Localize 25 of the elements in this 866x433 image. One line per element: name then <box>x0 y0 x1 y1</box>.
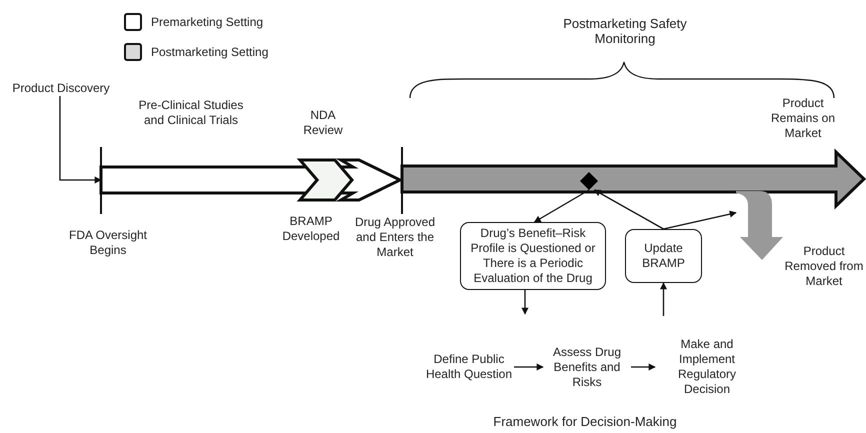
stage-label: FDA Oversight Begins <box>68 228 148 258</box>
stage-label: Assess Drug Benefits and Risks <box>552 344 622 390</box>
process-box: Update BRAMP <box>625 229 702 283</box>
caption: Framework for Decision-Making <box>492 414 678 429</box>
arrow <box>594 189 664 230</box>
arrow <box>59 96 102 184</box>
stage-label: Drug Approved and Enters the Market <box>354 215 436 260</box>
process-box: Drug’s Benefit–Risk Profile is Questioned or There is a Periodic Evaluation of the Drug <box>460 222 606 290</box>
arrow <box>663 210 737 230</box>
stage-label: Pre-Clinical Studies and Clinical Trials <box>138 98 244 128</box>
arrow <box>534 189 590 223</box>
stage-label: Product Remains on Market <box>770 96 836 141</box>
stage-label: Product Discovery <box>12 80 110 96</box>
stage-label: NDA Review <box>302 108 344 138</box>
stage-label: BRAMP Developed <box>281 214 341 244</box>
stage-label: Define Public Health Question <box>424 352 514 382</box>
stage-label: Postmarketing Safety Monitoring <box>562 16 688 46</box>
legend-label: Postmarketing Setting <box>151 45 268 59</box>
stage-label: Make and Implement Regulatory Decision <box>676 337 738 397</box>
stage-label: Product Removed from Market <box>784 244 864 289</box>
arrow <box>522 290 528 315</box>
arrow <box>660 282 667 316</box>
legend-label: Premarketing Setting <box>151 15 264 29</box>
arrow <box>514 364 544 370</box>
arrow <box>631 364 656 370</box>
